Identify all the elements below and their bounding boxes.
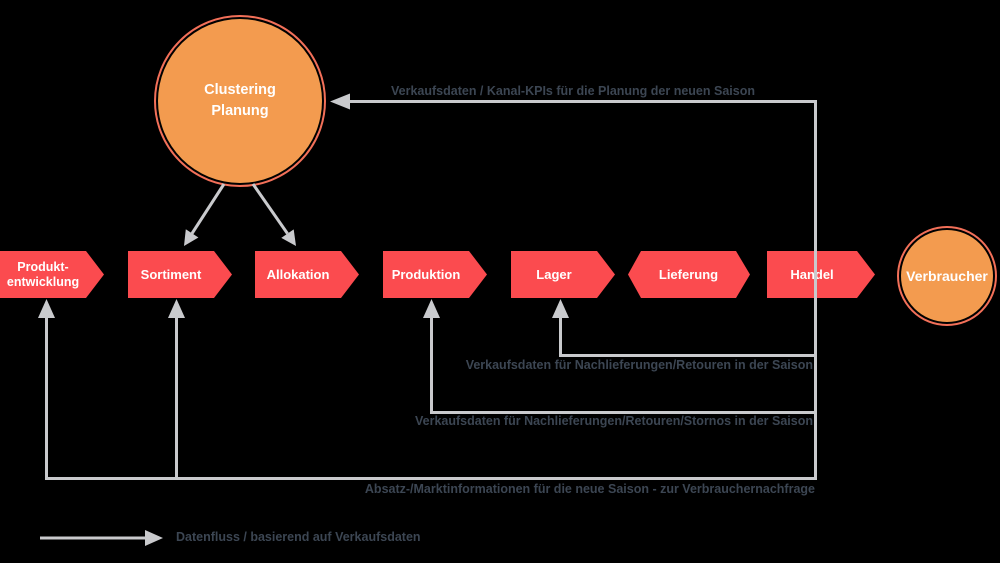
- arrow-planning-to-allokation-line: [251, 183, 289, 235]
- flow-label-to-lager: Verkaufsdaten für Nachlieferungen/Retour…: [465, 358, 813, 372]
- flow-label-to-development: Absatz-/Marktinformationen für die neue …: [364, 482, 815, 496]
- arrow-to-lager-head: [552, 299, 569, 318]
- stage-produktion: Produktion: [383, 251, 487, 298]
- stage-label: Handel: [790, 267, 834, 282]
- arrow-planning-to-sortiment-line: [190, 183, 226, 235]
- stage-label: Sortiment: [140, 267, 202, 282]
- stage-lieferung: Lieferung: [628, 251, 750, 298]
- consumer-node-label: Verbraucher: [906, 268, 988, 284]
- arrow-to-sortiment-head: [168, 299, 185, 318]
- flow-label-to-produktion: Verkaufsdaten für Nachlieferungen/Retour…: [415, 414, 813, 428]
- stage-label: Produkt- entwicklung: [6, 259, 80, 289]
- consumer-node: Verbraucher: [896, 225, 998, 327]
- arrow-planning-to-allokation-head: [281, 229, 296, 246]
- stage-label: Lieferung: [658, 267, 719, 282]
- stage-produkt-entwicklung: Produkt- entwicklung: [0, 251, 104, 298]
- stage-allokation: Allokation: [255, 251, 359, 298]
- flow-label-to-planning: Verkaufsdaten / Kanal-KPIs für die Planu…: [391, 84, 755, 98]
- planning-node: Clustering Planung: [153, 14, 327, 188]
- legend-label: Datenfluss / basierend auf Verkaufsdaten: [176, 530, 421, 544]
- stage-label: Allokation: [266, 267, 330, 282]
- planning-node-label: Clustering Planung: [204, 81, 276, 119]
- stage-sortiment: Sortiment: [128, 251, 232, 298]
- stage-lager: Lager: [511, 251, 615, 298]
- stage-label: Lager: [536, 267, 572, 282]
- stage-handel: Handel: [767, 251, 875, 298]
- arrow-to-produktion-head: [423, 299, 440, 318]
- legend-arrow-head: [145, 530, 163, 546]
- arrow-to-produkt-entwicklung-head: [38, 299, 55, 318]
- stage-label: Produktion: [391, 267, 461, 282]
- arrow-to-lager-line: [559, 317, 816, 357]
- arrow-planning-to-sortiment-head: [184, 229, 199, 246]
